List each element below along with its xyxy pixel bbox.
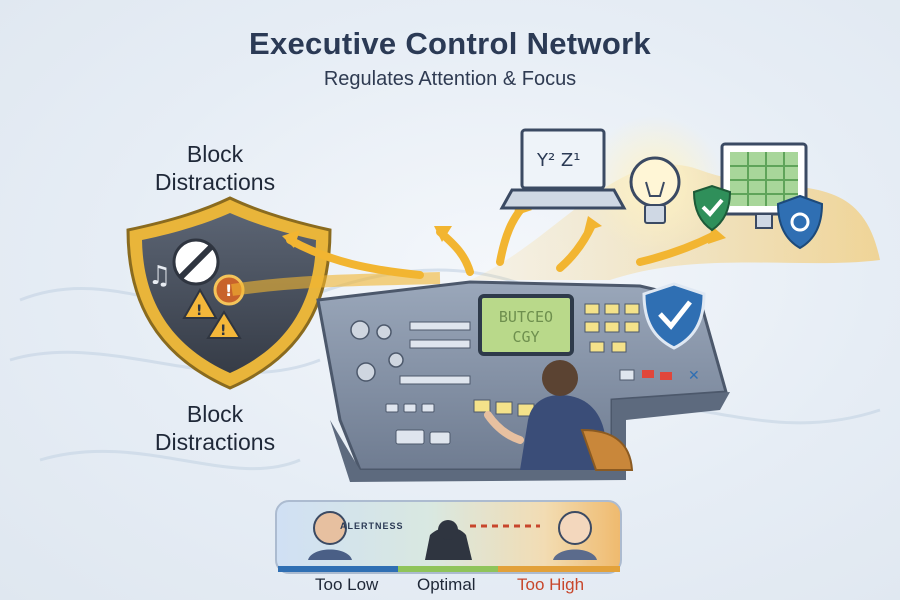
scale-too-low: Too Low xyxy=(315,575,379,594)
svg-text:!: ! xyxy=(225,281,232,300)
laptop-screen-text: Y² Z¹ xyxy=(536,150,580,171)
operator-figure xyxy=(484,360,634,471)
console-buttons xyxy=(473,303,640,417)
music-note-icon: ♫ xyxy=(148,261,171,291)
svg-text:!: ! xyxy=(196,303,202,319)
svg-text:!: ! xyxy=(220,323,226,339)
label-block-distractions-top: Block Distractions xyxy=(120,140,310,196)
label-line: Block xyxy=(186,141,244,167)
console-knobs xyxy=(350,320,404,382)
warning-icon: ! ! xyxy=(182,287,242,339)
svg-text:✕: ✕ xyxy=(688,368,700,384)
refresh-shield-icon xyxy=(776,194,824,250)
console-panel-keys xyxy=(385,403,451,445)
page-title: Executive Control Network xyxy=(249,26,651,61)
label-line: Distractions xyxy=(154,169,276,195)
console-sliders xyxy=(399,321,471,385)
console-screen-line-2: CGY xyxy=(512,328,539,346)
control-console: BUTCEO CGY ✕ xyxy=(316,280,730,482)
console-screen-line-1: BUTCEO xyxy=(499,308,553,326)
monitor-icon xyxy=(720,142,808,229)
lightbulb-icon xyxy=(629,156,681,224)
console-screen xyxy=(478,294,574,356)
scale-too-high: Too High xyxy=(517,575,585,594)
page-subtitle: Regulates Attention & Focus xyxy=(323,68,577,90)
focus-beam xyxy=(231,272,441,296)
label-line: Block xyxy=(186,401,244,427)
laptop-icon: Y² Z¹ xyxy=(499,128,627,210)
console-indicators: ✕ xyxy=(619,368,700,384)
no-entry-icon xyxy=(172,238,220,286)
label-line: Distractions xyxy=(154,429,276,455)
console-shield-check-icon xyxy=(642,282,706,350)
label-block-distractions-bottom: Block Distractions xyxy=(120,400,310,456)
alertness-label: ALERTNESS xyxy=(340,521,404,531)
scale-optimal: Optimal xyxy=(417,575,476,594)
shield-check-icon xyxy=(692,184,732,232)
